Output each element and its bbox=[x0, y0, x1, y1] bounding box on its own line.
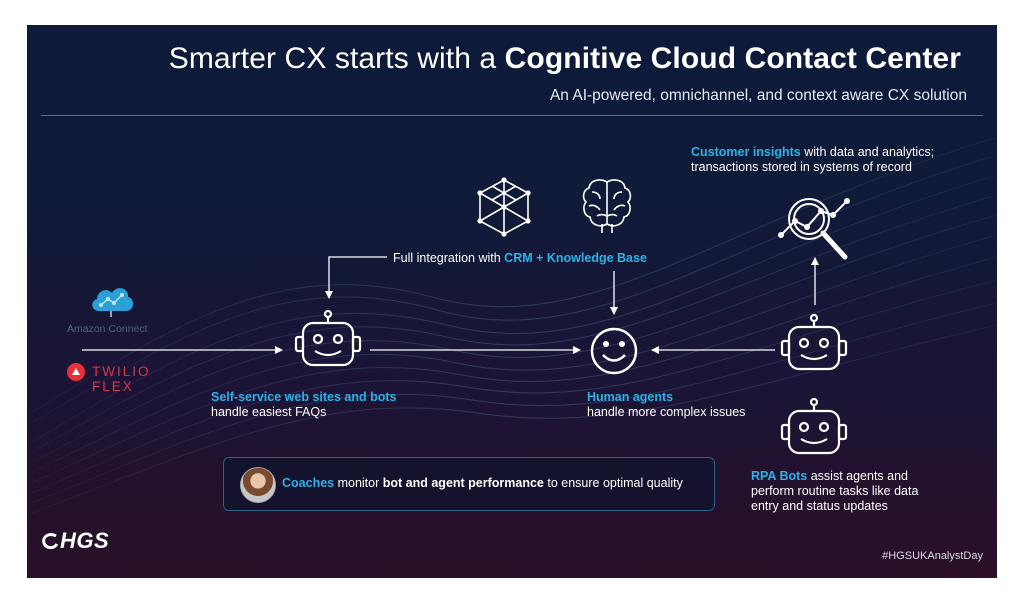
amazon-connect-label: Amazon Connect bbox=[67, 323, 148, 335]
human-agents-label: Human agents handle more complex issues bbox=[587, 390, 746, 419]
network-cube-icon bbox=[477, 177, 531, 237]
robot-icon bbox=[780, 397, 848, 455]
page-title: Smarter CX starts with a Cognitive Cloud… bbox=[168, 42, 961, 75]
customer-insights-label: Customer insights with data and analytic… bbox=[691, 145, 935, 174]
coach-avatar bbox=[240, 467, 276, 503]
hashtag: #HGSUKAnalystDay bbox=[882, 550, 983, 562]
self-service-label: Self-service web sites and bots handle e… bbox=[211, 390, 397, 419]
integration-label: Full integration with CRM + Knowledge Ba… bbox=[393, 251, 647, 265]
analytics-magnifier-icon bbox=[778, 198, 850, 260]
twilio-logo-icon bbox=[67, 363, 85, 381]
coaches-callout: Coaches monitor bot and agent performanc… bbox=[223, 457, 715, 511]
brain-icon bbox=[582, 179, 632, 233]
cloud-connect-icon bbox=[92, 288, 134, 317]
title-divider bbox=[41, 115, 983, 116]
page-subtitle: An AI-powered, omnichannel, and context … bbox=[549, 87, 967, 104]
hgs-swoosh-icon bbox=[42, 533, 59, 550]
smiley-face-icon bbox=[590, 327, 638, 375]
robot-icon bbox=[294, 309, 362, 367]
hgs-logo: HGS bbox=[41, 528, 109, 554]
flow-connectors bbox=[82, 256, 819, 354]
twilio-flex-label: TWILIO FLEX bbox=[92, 364, 151, 394]
robot-icon bbox=[780, 313, 848, 371]
coaches-text: Coaches monitor bot and agent performanc… bbox=[282, 476, 683, 490]
slide: Smarter CX starts with a Cognitive Cloud… bbox=[27, 25, 997, 578]
rpa-bots-label: RPA Bots assist agents and perform routi… bbox=[751, 469, 919, 513]
background-waves bbox=[27, 136, 997, 516]
